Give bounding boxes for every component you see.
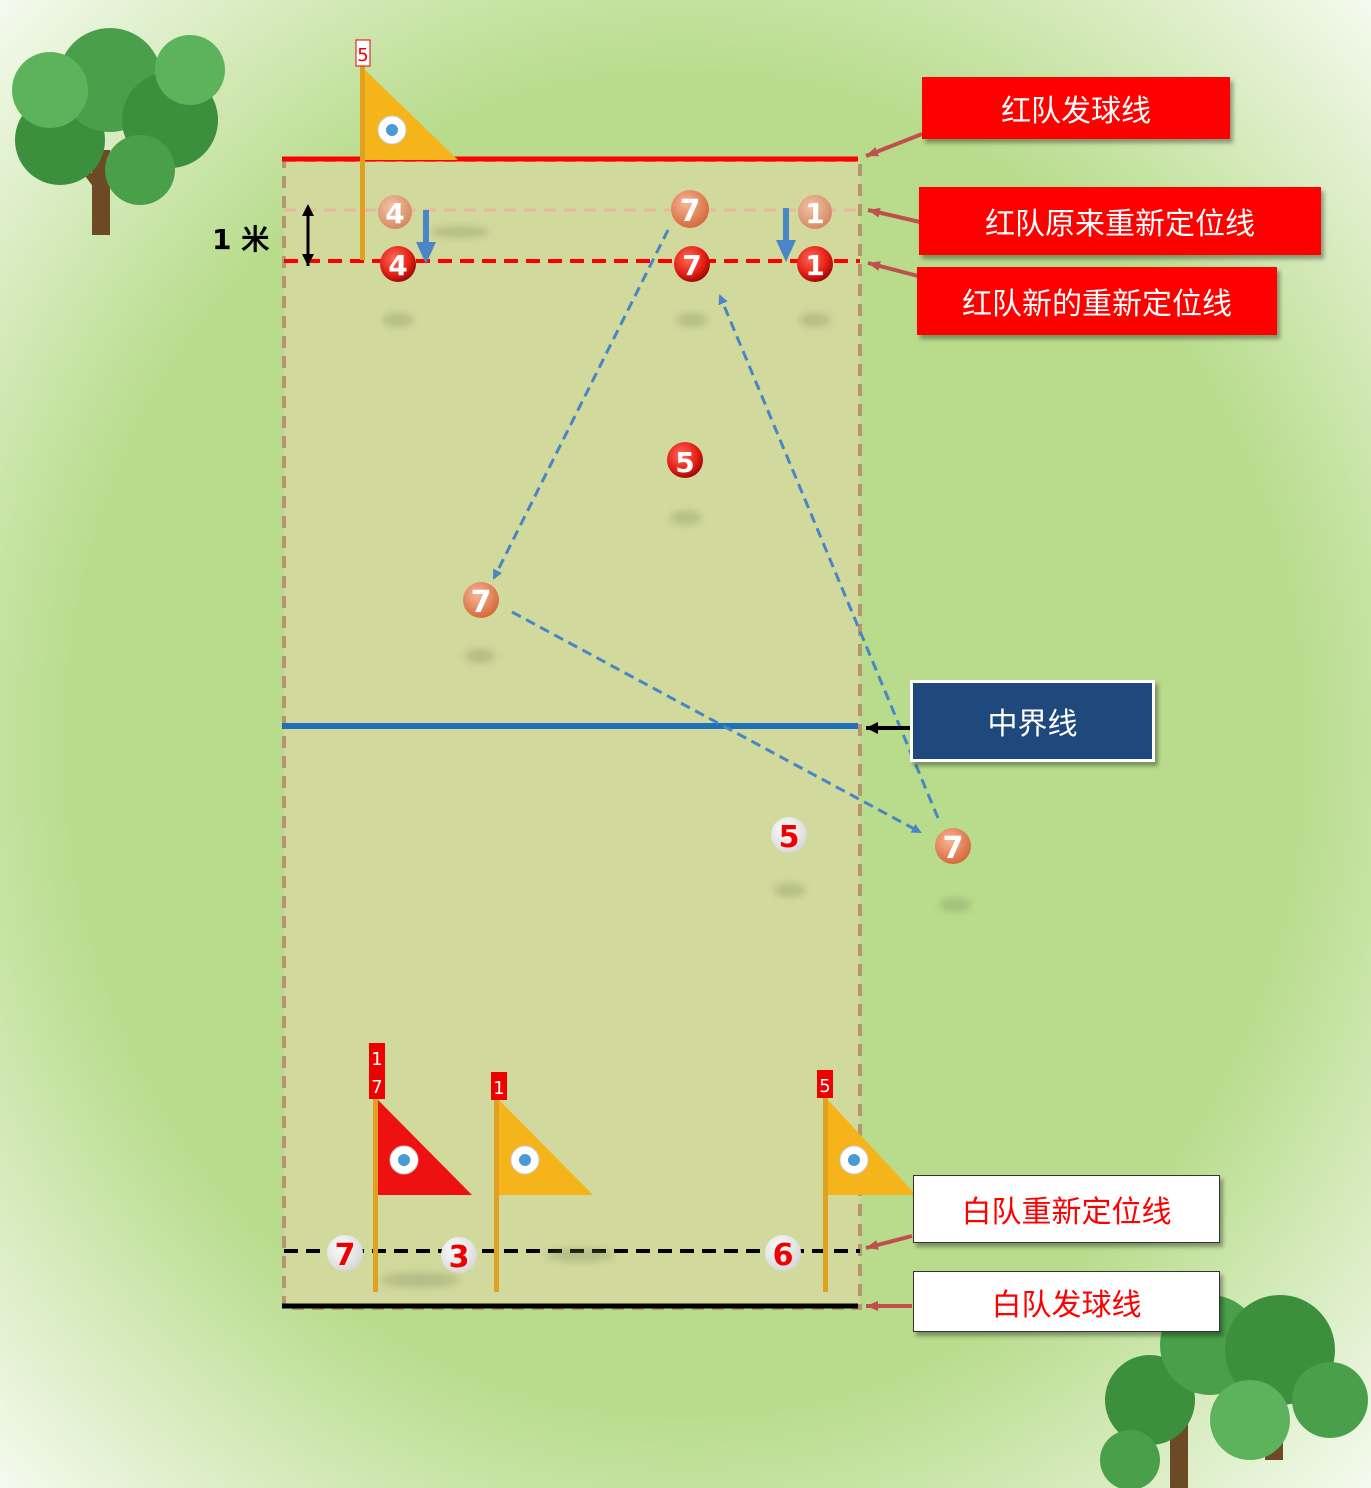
pass-path-arrow (492, 229, 670, 580)
svg-text:3: 3 (449, 1240, 470, 1275)
player-shadows (380, 226, 971, 1288)
svg-text:5: 5 (675, 446, 694, 479)
flag-yellow: 1 (491, 1072, 593, 1292)
svg-text:7: 7 (680, 194, 701, 229)
player-ball: 4 (380, 246, 416, 282)
flag-number: 1 (371, 1049, 382, 1070)
svg-text:7: 7 (471, 585, 492, 620)
pass-path-arrow (511, 610, 922, 834)
red-serve-line-label: 红队发球线 (922, 77, 1230, 139)
player-ball: 5 (667, 442, 703, 479)
player-ball: 7 (327, 1235, 363, 1273)
player-ball: 5 (771, 817, 807, 855)
player-ball: 7 (671, 190, 709, 229)
tree-icon (1100, 1295, 1368, 1488)
move-down-arrow (416, 210, 436, 264)
pointer-arrow (867, 207, 921, 224)
player-ball: 6 (765, 1235, 801, 1273)
flag-top: 5 (355, 39, 458, 260)
svg-text:6: 6 (773, 1238, 794, 1273)
svg-text:5: 5 (779, 820, 800, 855)
svg-text:4: 4 (385, 197, 404, 230)
court (282, 158, 862, 1310)
svg-text:1: 1 (805, 249, 824, 282)
flag-number: 5 (819, 1076, 830, 1097)
player-ball: 3 (441, 1237, 477, 1275)
pass-path-arrow (718, 294, 940, 819)
red-new-reposition-line-label: 红队新的重新定位线 (917, 267, 1277, 335)
move-down-arrow (776, 208, 796, 262)
red-original-reposition-line-label: 红队原来重新定位线 (919, 187, 1321, 255)
pointer-arrow (865, 1234, 913, 1250)
white-reposition-line-label: 白队重新定位线 (913, 1175, 1220, 1243)
player-ball: 7 (674, 246, 710, 282)
player-ball: 4 (378, 195, 412, 230)
flag-number: 5 (357, 45, 368, 66)
player-ball: 1 (798, 195, 832, 230)
player-ball: 1 (797, 246, 833, 282)
svg-text:4: 4 (388, 249, 407, 282)
flag-red: 1 7 (369, 1043, 472, 1292)
white-serve-line-label: 白队发球线 (913, 1271, 1220, 1332)
player-ball: 7 (463, 582, 499, 620)
tree-icon (12, 28, 225, 235)
pointer-arrow (865, 132, 923, 158)
flag-number: 1 (493, 1078, 504, 1099)
svg-text:7: 7 (682, 249, 701, 282)
distance-label: 1 米 (212, 223, 270, 256)
svg-text:1: 1 (805, 197, 824, 230)
svg-text:7: 7 (335, 1238, 356, 1273)
pointer-arrow (867, 261, 919, 278)
svg-text:7: 7 (943, 831, 964, 866)
player-ball: 7 (935, 828, 971, 866)
flag-yellow: 5 (817, 1070, 916, 1292)
flag-number: 7 (371, 1077, 382, 1098)
center-line-label: 中界线 (910, 680, 1155, 762)
